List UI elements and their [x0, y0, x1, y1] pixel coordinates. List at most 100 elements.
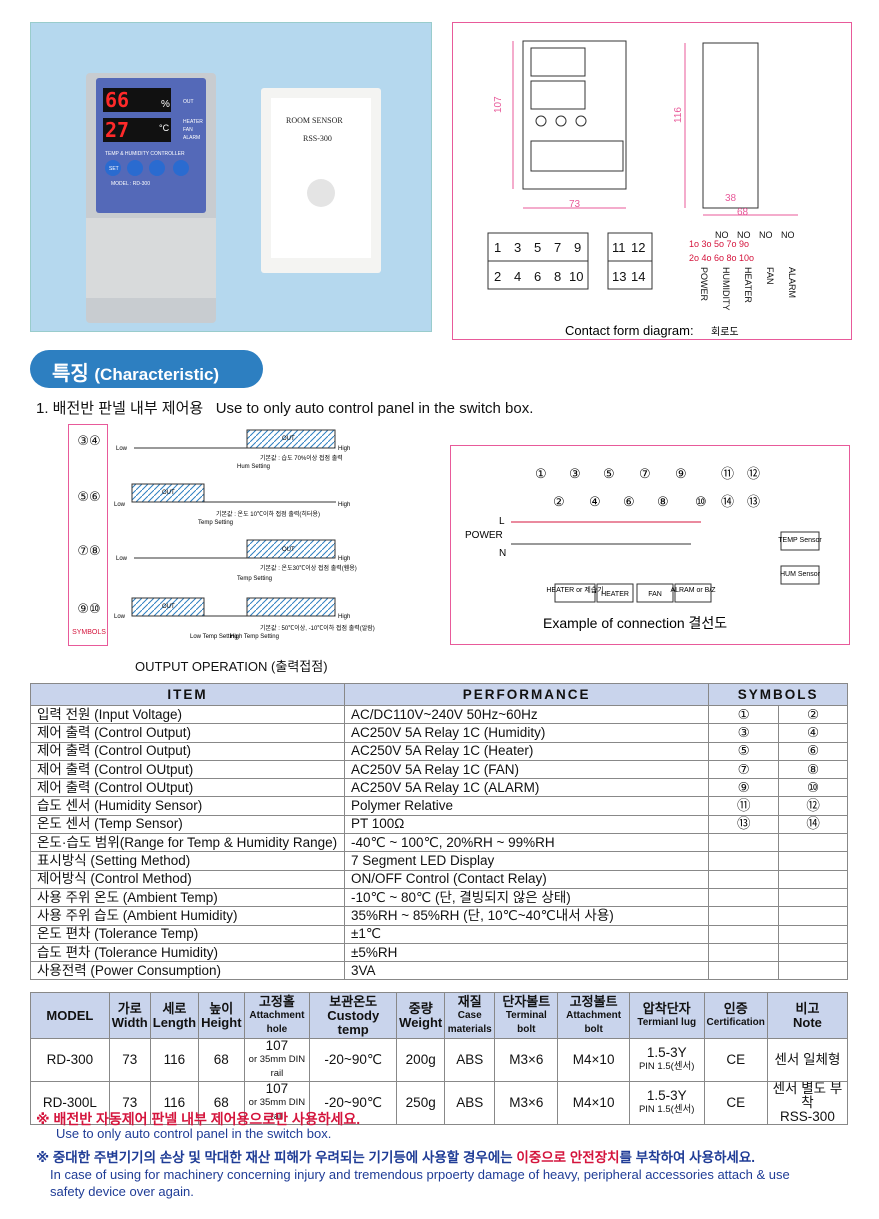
- spec-performance: AC250V 5A Relay 1C (FAN): [343, 759, 710, 780]
- svg-text:73: 73: [569, 199, 581, 210]
- spec-item: 입력 전원 (Input Voltage): [30, 704, 345, 725]
- spec-performance: AC/DC110V~240V 50Hz~60Hz: [343, 704, 710, 725]
- svg-text:ALRAM or B/Z: ALRAM or B/Z: [670, 587, 716, 594]
- note-1-kr: ※ 배전반 자동제어 판넬 내부 제어용으로만 사용하세요.: [36, 1111, 361, 1127]
- svg-text:⑪: ⑪: [721, 466, 734, 481]
- point-1: 1. 배전반 판넬 내부 제어용 Use to only auto contro…: [36, 400, 534, 417]
- spec-symbol-b: [778, 961, 848, 981]
- svg-text:기본값 : 습도 70%이상 접점 출력: 기본값 : 습도 70%이상 접점 출력: [260, 454, 343, 462]
- product-photo: 66 % 27 °C OUT HEATER FAN ALARM TEMP & H…: [30, 22, 432, 332]
- svg-text:High: High: [338, 446, 350, 452]
- spec-item: 제어 출력 (Control Output): [30, 723, 345, 743]
- svg-text:Low: Low: [114, 614, 126, 620]
- spec-row: 표시방식 (Setting Method)7 Segment LED Displ…: [30, 851, 848, 871]
- spec-symbol-a: ⑬: [708, 814, 780, 835]
- spec-symbol-b: [778, 887, 848, 908]
- svg-text:High: High: [338, 614, 350, 620]
- svg-text:NO: NO: [737, 230, 751, 240]
- svg-text:ALARM: ALARM: [183, 135, 200, 141]
- svg-text:OUT: OUT: [282, 547, 295, 553]
- spec-performance: ON/OFF Control (Contact Relay): [343, 869, 710, 889]
- svg-text:OUT: OUT: [183, 99, 194, 105]
- svg-text:기본값 : 50℃이상, -10℃이하 접점 출력(알람): 기본값 : 50℃이상, -10℃이하 접점 출력(알람): [260, 624, 375, 632]
- model-cell: M4×10: [557, 1081, 630, 1125]
- svg-text:68: 68: [737, 207, 749, 218]
- svg-text:②: ②: [553, 494, 565, 509]
- spec-symbol-b: ⑩: [778, 778, 848, 798]
- svg-text:기본값 : 온도 10℃이하 접점 출력(히터용): 기본값 : 온도 10℃이하 접점 출력(히터용): [216, 510, 320, 518]
- model-cell: 68: [198, 1038, 245, 1082]
- spec-row: 습도 편차 (Tolerance Humidity)±5%RH: [30, 942, 848, 963]
- model-cell: RD-300L: [30, 1081, 110, 1125]
- spec-symbol-b: ⑭: [778, 814, 848, 835]
- model-cell: 116: [149, 1081, 200, 1125]
- spec-performance: -10℃ ~ 80℃ (단, 결빙되지 않은 상태): [343, 887, 710, 908]
- svg-text:POWER: POWER: [465, 530, 503, 541]
- svg-text:FAN: FAN: [765, 267, 775, 285]
- model-cell: 116: [149, 1038, 200, 1082]
- model-cell: CE: [703, 1038, 768, 1082]
- svg-text:8: 8: [554, 269, 561, 284]
- svg-text:7: 7: [554, 240, 561, 255]
- svg-text:OUT: OUT: [282, 436, 295, 442]
- spec-symbol-a: [708, 961, 780, 981]
- spec-performance: ±5%RH: [343, 942, 710, 963]
- lcd-top: 66: [105, 88, 129, 112]
- model-cell: CE: [703, 1081, 768, 1125]
- svg-text:4: 4: [514, 269, 521, 284]
- spec-item: 표시방식 (Setting Method): [30, 851, 345, 871]
- svg-text:HUMIDITY: HUMIDITY: [721, 267, 731, 311]
- svg-text:1: 1: [494, 240, 501, 255]
- model-cell: 73: [108, 1081, 151, 1125]
- spec-symbol-b: ⑧: [778, 759, 848, 780]
- svg-text:⑩: ⑩: [695, 494, 707, 509]
- svg-text:3: 3: [514, 240, 521, 255]
- connection-caption: Example of connection 결선도: [543, 615, 727, 631]
- svg-text:⑤: ⑤: [603, 466, 615, 481]
- spec-symbol-a: [708, 869, 780, 889]
- model-cell: 200g: [396, 1038, 446, 1082]
- svg-text:회로도: 회로도: [711, 326, 739, 338]
- spec-item: 온도 센서 (Temp Sensor): [30, 814, 345, 835]
- spec-item: 습도 편차 (Tolerance Humidity): [30, 942, 345, 963]
- spec-item: 제어 출력 (Control OUtput): [30, 759, 345, 780]
- spec-symbol-b: [778, 869, 848, 889]
- contact-caption: Contact form diagram:: [565, 323, 694, 338]
- svg-text:9: 9: [574, 240, 581, 255]
- spec-item: 온도 편차 (Tolerance Temp): [30, 924, 345, 944]
- note-2-kr: ※ 중대한 주변기기의 손상 및 막대한 재산 피해가 우려되는 기기등에 사용…: [36, 1150, 755, 1165]
- model-cell: ABS: [444, 1038, 496, 1082]
- svg-text:11: 11: [612, 240, 626, 255]
- svg-text:High: High: [338, 556, 350, 562]
- svg-text:High Temp Setting: High Temp Setting: [230, 634, 279, 640]
- spec-row: 제어방식 (Control Method)ON/OFF Control (Con…: [30, 869, 848, 889]
- model-cell: -20~90℃: [309, 1038, 398, 1082]
- spec-item: 제어방식 (Control Method): [30, 869, 345, 889]
- svg-text:기본값 : 온도30℃이상 접점 출력(휀용): 기본값 : 온도30℃이상 접점 출력(휀용): [260, 564, 357, 572]
- header-symbols: SYMBOLS: [708, 683, 848, 706]
- spec-row: 제어 출력 (Control Output)AC250V 5A Relay 1C…: [30, 723, 848, 743]
- header-item: ITEM: [30, 683, 345, 706]
- spec-row: 온도 편차 (Tolerance Temp)±1℃: [30, 924, 848, 944]
- spec-symbol-a: [708, 887, 780, 908]
- spec-performance: AC250V 5A Relay 1C (Humidity): [343, 723, 710, 743]
- svg-text:%: %: [161, 99, 170, 110]
- spec-symbol-b: [778, 906, 848, 926]
- note-2-en-2: safety device over again.: [50, 1184, 194, 1199]
- spec-symbol-b: [778, 924, 848, 944]
- svg-text:13: 13: [612, 269, 626, 284]
- svg-text:③: ③: [569, 466, 581, 481]
- spec-performance: AC250V 5A Relay 1C (ALARM): [343, 778, 710, 798]
- spec-performance: ±1℃: [343, 924, 710, 944]
- svg-text:FAN: FAN: [183, 127, 193, 133]
